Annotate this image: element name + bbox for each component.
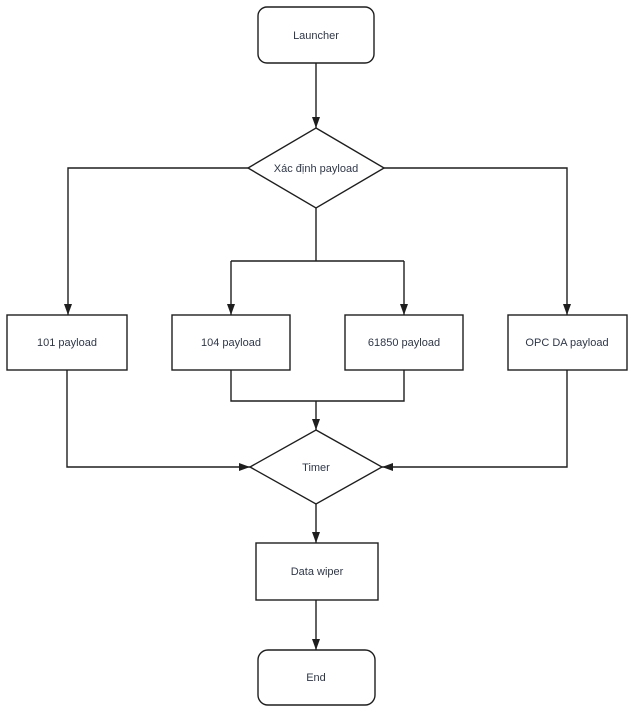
edge-104-61850-merge (230, 370, 405, 402)
node-101-payload-label: 101 payload (37, 337, 97, 349)
node-timer-label: Timer (302, 462, 330, 474)
node-104-payload-label: 104 payload (201, 337, 261, 349)
node-end-label: End (306, 672, 326, 684)
node-end (257, 649, 376, 706)
node-61850-payload (344, 314, 464, 371)
node-decision-payload (246, 127, 386, 209)
node-101-payload (6, 314, 128, 371)
node-launcher-label: Launcher (293, 30, 339, 42)
edge-decision-split-stem (231, 208, 404, 262)
node-opcda-payload-label: OPC DA payload (525, 337, 608, 349)
node-launcher (257, 6, 375, 64)
node-data-wiper (255, 542, 379, 601)
edge-101-to-timer (66, 370, 250, 471)
edge-decision-to-101 (64, 167, 248, 315)
edge-decision-to-opcda (384, 167, 571, 315)
node-data-wiper-label: Data wiper (291, 566, 344, 578)
node-61850-payload-label: 61850 payload (368, 337, 440, 349)
node-opcda-payload (507, 314, 628, 371)
edge-opcda-to-timer (382, 370, 568, 471)
node-104-payload (171, 314, 291, 371)
node-decision-payload-label: Xác định payload (274, 163, 358, 175)
node-timer (248, 429, 384, 505)
